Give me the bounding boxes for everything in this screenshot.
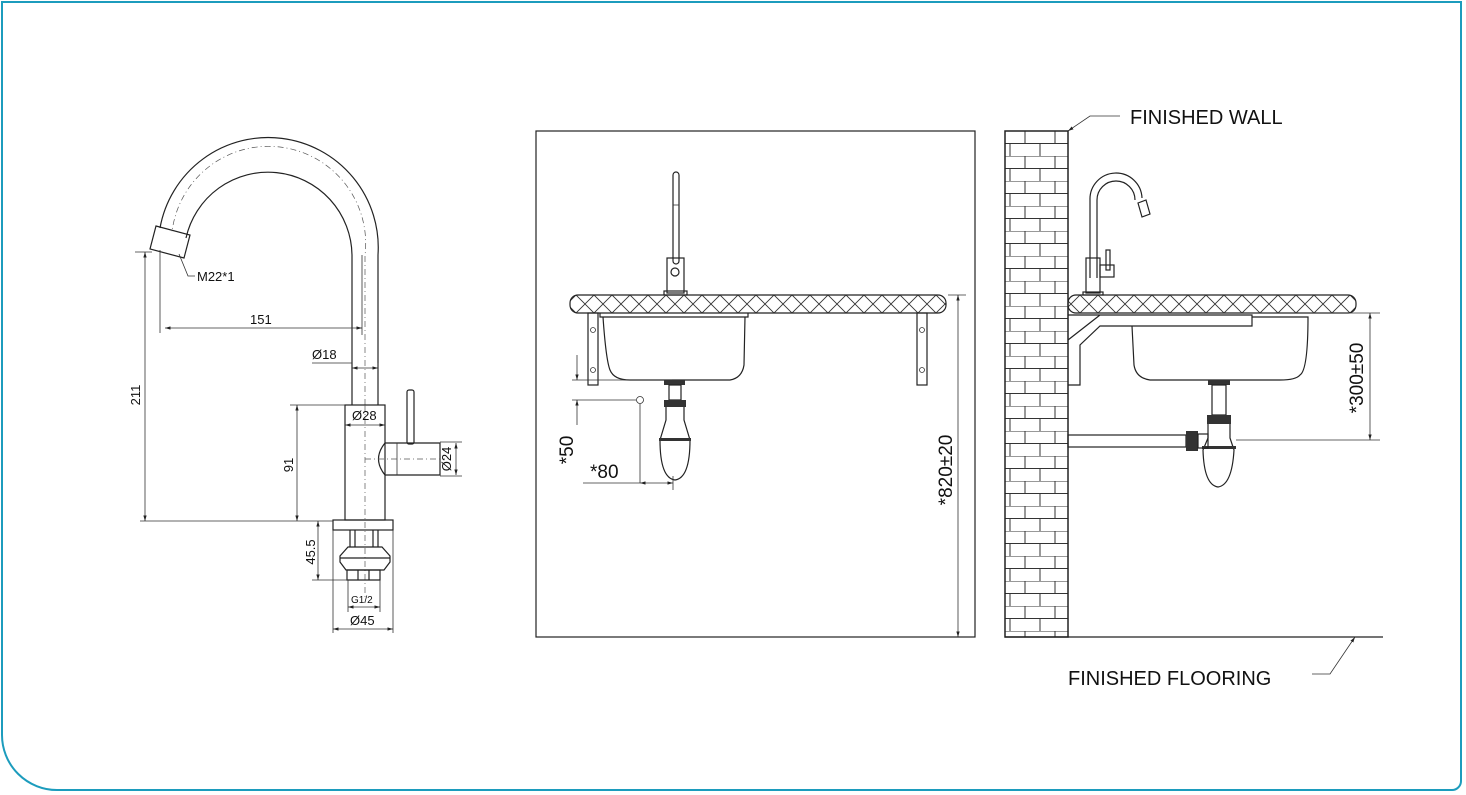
body-height-dimension: 91 bbox=[281, 458, 296, 472]
side-drain-trap bbox=[1067, 380, 1236, 488]
waste-pipe bbox=[1067, 434, 1187, 448]
side-sink-bowl bbox=[1131, 316, 1309, 381]
front-drain-trap bbox=[659, 380, 691, 481]
counter-height-dimension: *820±20 bbox=[936, 435, 957, 506]
finished-flooring-label: FINISHED FLOORING bbox=[1068, 668, 1271, 690]
handle-cylinder bbox=[377, 442, 441, 476]
front-view-frame bbox=[535, 130, 976, 638]
front-sink-bowl bbox=[599, 313, 749, 381]
thread-label: M22*1 bbox=[197, 269, 235, 284]
front-view-drawing: *50 *80 *820±20 bbox=[535, 130, 976, 638]
spout-diameter-dimension: Ø18 bbox=[312, 347, 337, 362]
trap-height-dimension: *300±50 bbox=[1347, 343, 1368, 414]
side-bracket bbox=[1067, 314, 1253, 386]
front-faucet-body bbox=[666, 257, 685, 294]
side-faucet bbox=[1082, 172, 1151, 296]
lever bbox=[406, 389, 415, 445]
reach-dimension: 151 bbox=[250, 312, 272, 327]
spout-inner bbox=[185, 171, 353, 405]
faucet-dimension-drawing: M22*1 151 Ø18 211 Ø28 91 Ø24 45.5 G1/2 Ø… bbox=[128, 136, 462, 633]
front-faucet-spout bbox=[672, 171, 680, 265]
side-view-drawing: *300±50 FINISHED WALL FINISHED FLOORING bbox=[1004, 107, 1383, 690]
spout-outer bbox=[159, 136, 379, 405]
finished-wall-label: FINISHED WALL bbox=[1130, 107, 1283, 129]
front-brackets bbox=[587, 312, 928, 386]
handle-diameter-dimension: Ø24 bbox=[439, 447, 454, 472]
connection-dimension: G1/2 bbox=[351, 595, 373, 606]
base-diameter-dimension: Ø45 bbox=[350, 613, 375, 628]
body-diameter-dimension: Ø28 bbox=[352, 408, 377, 423]
aerator-nozzle bbox=[149, 225, 191, 259]
drain-height-dimension: *50 bbox=[557, 436, 578, 465]
brick-wall bbox=[1004, 130, 1069, 638]
drain-offset-dimension: *80 bbox=[590, 462, 619, 483]
front-countertop bbox=[569, 294, 947, 314]
shank-length-dimension: 45.5 bbox=[303, 539, 318, 564]
height-dimension: 211 bbox=[128, 385, 143, 406]
base-flange bbox=[332, 519, 394, 531]
side-countertop bbox=[1067, 294, 1357, 314]
